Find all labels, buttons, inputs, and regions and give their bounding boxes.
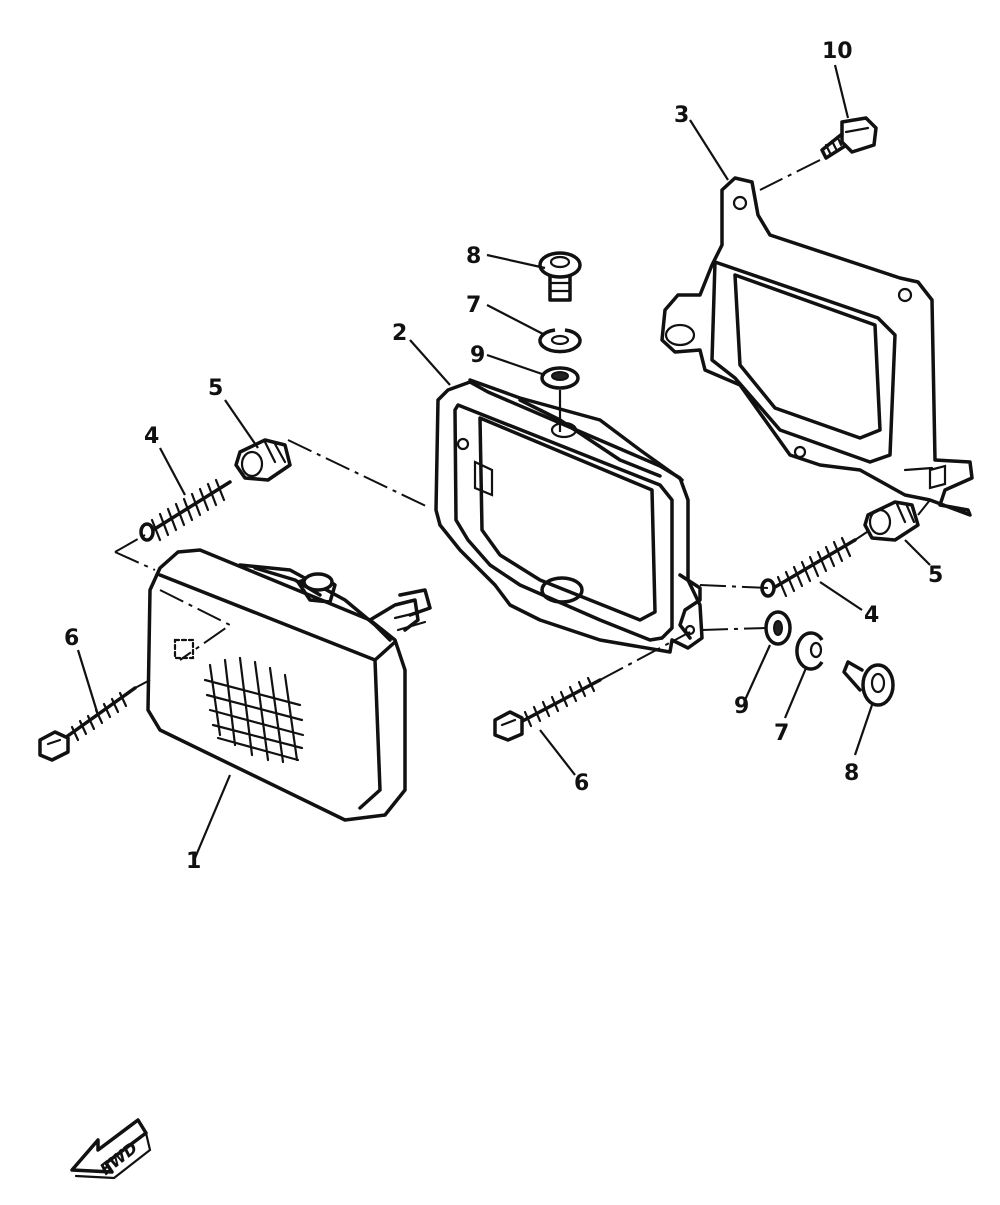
label-1: 1 <box>186 849 201 874</box>
spring-4-left-part <box>139 478 232 542</box>
circlip-7-bottom-part <box>795 631 824 671</box>
bolt-10-part <box>820 116 878 160</box>
spring-4-right-part <box>760 536 857 598</box>
frame-part <box>434 378 704 654</box>
label-6-left: 6 <box>64 626 79 651</box>
label-3: 3 <box>674 103 689 128</box>
label-5-right: 5 <box>928 563 943 588</box>
label-9-bottom: 9 <box>734 694 749 719</box>
fwd-arrow: FWD <box>70 1118 152 1180</box>
headlight-part <box>146 548 432 822</box>
label-8-bottom: 8 <box>844 761 859 786</box>
label-6-right: 6 <box>574 771 589 796</box>
label-7-bottom: 7 <box>774 721 789 746</box>
label-2: 2 <box>392 321 407 346</box>
screw-6-left-part <box>38 686 137 762</box>
label-4-left: 4 <box>144 424 159 449</box>
callout-labels: 10 3 8 7 2 9 5 4 5 4 6 9 7 8 6 1 <box>64 39 943 874</box>
bolt-8-top-part <box>538 251 582 302</box>
nut-5-right-part <box>863 500 920 542</box>
headlight-grille <box>203 656 305 764</box>
leader-lines <box>76 64 931 859</box>
label-9-top: 9 <box>470 343 485 368</box>
label-4-right: 4 <box>864 603 879 628</box>
label-10: 10 <box>822 39 853 64</box>
label-7-top: 7 <box>466 293 481 318</box>
circlip-7-top-part <box>538 328 582 354</box>
label-5-left: 5 <box>208 376 223 401</box>
nut-5-left-part <box>234 438 292 482</box>
label-8-top: 8 <box>466 244 481 269</box>
screw-6-right-part <box>493 676 602 742</box>
washer-9-bottom-part <box>764 610 792 646</box>
bracket-part <box>660 176 974 517</box>
bolt-8-bottom-part <box>842 660 895 707</box>
washer-9-top-part <box>540 366 580 390</box>
